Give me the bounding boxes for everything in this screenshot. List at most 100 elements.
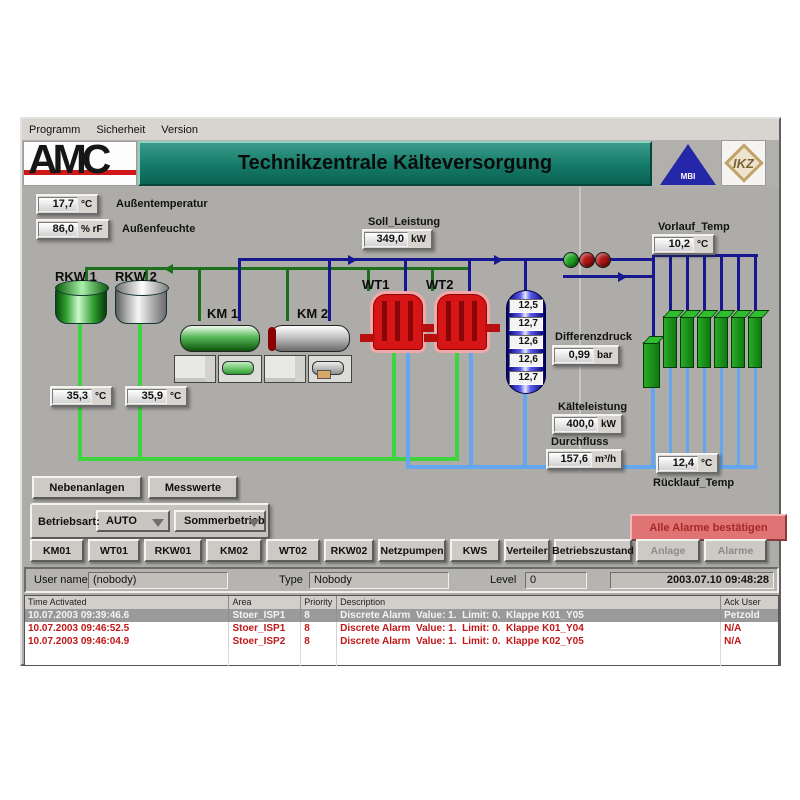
rkw1-cooling-tower[interactable]	[55, 280, 109, 324]
alarm-priority: 8	[301, 635, 338, 648]
kaelteleistung-readout: 400,0 kW	[552, 414, 623, 435]
durchfluss-unit: m³/h	[595, 454, 617, 465]
differenzdruck-value: 0,99	[554, 348, 594, 363]
pipe-return-drop-3	[703, 368, 706, 467]
alarm-table-header: Time Activated Area Priority Description…	[25, 596, 778, 609]
nav-anlage-button[interactable]: Anlage	[636, 539, 700, 562]
nav-km01-button[interactable]: KM01	[30, 539, 84, 562]
soll-leistung-label: Soll_Leistung	[368, 216, 441, 228]
app-window: Programm Sicherheit Version AMC Technikz…	[20, 117, 787, 666]
messwerte-button[interactable]: Messwerte	[148, 476, 238, 499]
panel-separator	[579, 187, 581, 471]
wt1-plates	[382, 301, 416, 341]
durchfluss-readout: 157,6 m³/h	[546, 449, 624, 470]
nav-wt02-button[interactable]: WT02	[266, 539, 320, 562]
rkw2-temp-value: 35,9	[127, 389, 167, 404]
flow-arrow-right-icon	[348, 255, 357, 265]
betriebsart-label: Betriebsart:	[38, 516, 100, 528]
km1-cylinder	[180, 325, 260, 352]
alarm-priority: 8	[301, 609, 338, 622]
pipe-consumer-drop-6	[754, 254, 757, 316]
pipe-condenser-km1	[198, 267, 201, 321]
wt2-port-left	[424, 334, 439, 342]
wt1-heat-exchanger[interactable]	[360, 291, 436, 353]
betriebsart-dropdown[interactable]: AUTO	[96, 510, 170, 532]
pipe-supply-wt1	[404, 258, 407, 291]
consumer-unit-4	[714, 316, 728, 368]
level-field: 0	[525, 572, 587, 589]
differenzdruck-readout: 0,99 bar	[552, 345, 620, 366]
durchfluss-value: 157,6	[548, 452, 592, 467]
nav-netzpumpen-button[interactable]: Netzpumpen	[378, 539, 446, 562]
nav-betriebszustand-button[interactable]: Betriebszustand	[552, 539, 634, 562]
tank-temp-2: 12,7	[509, 317, 543, 331]
ruecklauf-temp-readout: 12,4 °C	[656, 453, 720, 474]
wt2-plates	[446, 301, 480, 341]
rkw2-cooling-tower[interactable]	[115, 280, 169, 324]
flow-arrow-left-icon	[164, 264, 173, 274]
nav-rkw02-button[interactable]: RKW02	[324, 539, 374, 562]
nav-alarme-button[interactable]: Alarme	[704, 539, 767, 562]
menu-sicherheit[interactable]: Sicherheit	[96, 123, 146, 136]
aussentemperatur-readout: 17,7 °C	[36, 194, 100, 215]
rkw2-label: RKW 2	[115, 269, 157, 284]
rkw1-temp-readout: 35,3 °C	[50, 386, 114, 407]
season-dropdown[interactable]: Sommerbetrieb	[174, 510, 266, 532]
pipe-return-small-consumer	[651, 388, 655, 467]
soll-leistung-readout: 349,0 kW	[362, 229, 433, 250]
menu-version[interactable]: Version	[161, 123, 198, 136]
rkw2-temp-unit: °C	[170, 391, 182, 402]
pipe-cooling-wt2	[455, 352, 459, 461]
km2-cabinet	[264, 355, 306, 383]
alarm-description: Discrete Alarm Value: 1. Limit: 0. Klapp…	[337, 609, 722, 622]
nav-wt01-button[interactable]: WT01	[88, 539, 140, 562]
alarm-row[interactable]: 10.07.2003 09:46:52.5 Stoer_ISP1 8 Discr…	[25, 622, 778, 635]
pipe-supply-tank	[524, 258, 527, 291]
tank-temp-1: 12,5	[509, 299, 543, 313]
ruecklauf-temp-label: Rücklauf_Temp	[653, 477, 735, 489]
alarm-row[interactable]: 10.07.2003 09:39:46.6 Stoer_ISP1 8 Discr…	[25, 609, 778, 622]
buffer-tank[interactable]: 12,5 12,7 12,6 12,6 12,7	[506, 290, 546, 394]
alarm-row[interactable]: 10.07.2003 09:46:04.9 Stoer_ISP2 8 Discr…	[25, 635, 778, 648]
km2-chiller[interactable]	[264, 320, 354, 384]
nav-km02-button[interactable]: KM02	[206, 539, 262, 562]
rkw1-temp-value: 35,3	[52, 389, 92, 404]
wt2-heat-exchanger[interactable]	[424, 291, 500, 353]
km1-chiller[interactable]	[174, 320, 264, 384]
km1-compressor	[218, 355, 262, 383]
soll-leistung-unit: kW	[411, 234, 426, 245]
km2-label: KM 2	[297, 306, 329, 321]
pipe-cooling-bus	[78, 457, 459, 461]
pump-3-indicator	[595, 252, 611, 268]
durchfluss-label: Durchfluss	[551, 436, 609, 448]
nav-verteiler-button[interactable]: Verteiler	[504, 539, 550, 562]
pipe-consumer-drop-5	[737, 254, 740, 316]
ruecklauf-temp-unit: °C	[701, 458, 713, 469]
consumer-unit-1	[663, 316, 677, 368]
chevron-down-icon	[152, 519, 164, 527]
nav-kws-button[interactable]: KWS	[450, 539, 500, 562]
chevron-down-icon	[248, 519, 260, 527]
alarm-description: Discrete Alarm Value: 1. Limit: 0. Klapp…	[337, 635, 722, 648]
pipe-cooling-wt1	[392, 352, 396, 461]
alarm-ack-user: N/A	[724, 636, 742, 647]
kaelteleistung-unit: kW	[601, 419, 616, 430]
type-field: Nobody	[309, 572, 449, 589]
menu-programm[interactable]: Programm	[29, 123, 81, 136]
nebenanlagen-button[interactable]: Nebenanlagen	[32, 476, 142, 499]
pipe-pump-bypass	[563, 275, 655, 278]
consumer-unit-6	[748, 316, 762, 368]
mbi-triangle-icon	[660, 144, 716, 185]
pipe-supply-riser	[652, 254, 655, 342]
consumer-unit-3	[697, 316, 711, 368]
nav-rkw01-button[interactable]: RKW01	[144, 539, 202, 562]
wt1-label: WT1	[362, 277, 390, 292]
pipe-return-drop-2	[686, 368, 689, 467]
kaelteleistung-value: 400,0	[554, 417, 598, 432]
betriebsart-value: AUTO	[106, 515, 137, 527]
ruecklauf-temp-value: 12,4	[658, 456, 698, 471]
level-label: Level	[490, 574, 517, 586]
amc-logo: AMC	[23, 141, 137, 186]
alarm-time: 10.07.2003 09:39:46.6	[25, 609, 230, 622]
acknowledge-all-alarms-button[interactable]: Alle Alarme bestätigen	[630, 514, 787, 541]
